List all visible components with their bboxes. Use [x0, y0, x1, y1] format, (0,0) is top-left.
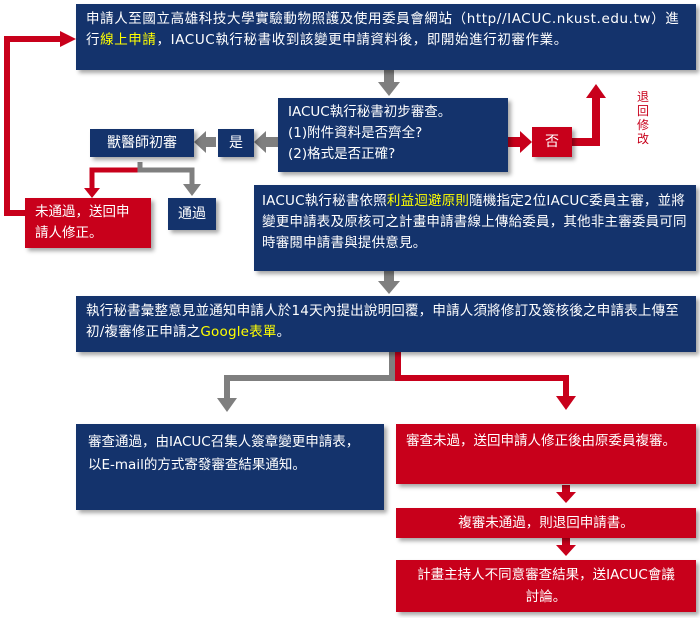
arrow-step2-no-head [520, 131, 532, 153]
return-for-revision-label: 退回修改 [636, 90, 650, 146]
arrow-yes-vet-head [194, 131, 206, 153]
step4-text-after: 。 [276, 324, 291, 340]
step3-text-after: 隨機指定2位IACUC委員主審，並將變更申請表及原核可之計畫申請書線上傳給委員，… [262, 193, 687, 251]
arrow-step4-fail-head [556, 396, 576, 410]
step4-text-before: 執行秘書彙整意見並通知申請人於14天內提出說明回覆，申請人須將修訂及簽核後之申請… [86, 303, 679, 340]
vet-pass-label: 通過 [178, 206, 206, 222]
no-box: 否 [532, 127, 572, 157]
arrow-no-return [572, 96, 600, 146]
step1-online-application: 申請人至國立高雄科技大學實驗動物照護及使用委員會網站（http//IACUC.n… [76, 4, 696, 70]
step2-line1: IACUC執行秘書初步審查。 [288, 104, 452, 120]
loop-back-arrow [4, 36, 62, 216]
yes-label: 是 [229, 135, 243, 151]
step3-text-before: IACUC執行秘書依照 [262, 193, 387, 209]
step4-compile-opinions: 執行秘書彙整意見並通知申請人於14天內提出說明回覆，申請人須將修訂及簽核後之申請… [76, 296, 696, 352]
step2-preliminary-review: IACUC執行秘書初步審查。 (1)附件資料是否齊全? (2)格式是否正確? [278, 98, 508, 172]
arrow-step4-pass-path [224, 352, 395, 400]
review-fail-text: 審查未過，送回申請人修正後由原委員複審。 [406, 433, 676, 449]
vet-review-label: 獸醫師初審 [107, 135, 177, 151]
step1-text-after: ，IACUC執行秘書收到該變更申請資料後，即開始進行初審作業。 [156, 32, 568, 48]
arrow-yes-vet-shaft [204, 137, 216, 147]
arrow-fail-refail-shaft [562, 485, 570, 494]
step2-line3: (2)格式是否正確? [288, 146, 396, 162]
step1-highlight: 線上申請 [100, 32, 157, 48]
arrow-step2-yes-head [254, 131, 266, 153]
vet-fail-box: 未通過，送回申請人修正。 [25, 198, 151, 248]
arrow-step2-no-shaft [508, 137, 522, 147]
arrow-vet-fail-head [84, 188, 100, 198]
step4-highlight: Google表單 [200, 324, 277, 340]
vet-pass-box: 通過 [168, 198, 216, 230]
return-label-text: 退回修改 [636, 90, 649, 146]
review-pass-text: 審查通過，由IACUC召集人簽章變更申請表，以E-mail的方式寄發審查結果通知… [88, 434, 360, 473]
no-label: 否 [545, 134, 559, 150]
arrow-vet-pass-path [137, 162, 195, 186]
step1-text-before: 申請人至國立高雄科技大學實驗動物照護及使用委員會網站（http//IACUC.n… [86, 11, 680, 48]
arrow-vet-pass-head [183, 184, 201, 196]
arrow-step4-pass-head [217, 398, 237, 412]
final-meeting-text: 計畫主持人不同意審查結果，送IACUC會議討論。 [417, 567, 675, 605]
arrow-step1-step2-head [378, 82, 400, 96]
arrow-vet-fail-path [89, 162, 143, 190]
re-review-fail-text: 複審未通過，則退回申請書。 [458, 515, 634, 531]
arrow-refail-final-head [556, 545, 576, 556]
review-fail-box: 審查未過，送回申請人修正後由原委員複審。 [396, 424, 696, 484]
re-review-fail-box: 複審未通過，則退回申請書。 [396, 508, 696, 538]
arrow-step4-fail-path [395, 352, 569, 398]
arrow-step1-step2-shaft [384, 70, 394, 84]
final-meeting-box: 計畫主持人不同意審查結果，送IACUC會議討論。 [396, 560, 696, 612]
arrow-no-return-head [586, 84, 606, 98]
step3-highlight: 利益迴避原則 [386, 193, 470, 209]
review-pass-box: 審查通過，由IACUC召集人簽章變更申請表，以E-mail的方式寄發審查結果通知… [76, 424, 384, 510]
arrow-step2-yes-shaft [264, 137, 278, 147]
arrow-step3-step4-shaft [384, 271, 394, 283]
vet-review-box: 獸醫師初審 [90, 129, 194, 157]
yes-box: 是 [218, 129, 254, 157]
vet-fail-text: 未通過，送回申請人修正。 [35, 204, 130, 241]
arrow-step3-step4-head [378, 281, 400, 294]
step2-line2: (1)附件資料是否齊全? [288, 125, 423, 141]
arrow-fail-refail-head [556, 492, 576, 503]
loop-back-arrowhead [60, 31, 76, 47]
arrow-refail-final-shaft [562, 538, 570, 547]
step3-assign-reviewers: IACUC執行秘書依照利益迴避原則隨機指定2位IACUC委員主審，並將變更申請表… [254, 185, 696, 271]
